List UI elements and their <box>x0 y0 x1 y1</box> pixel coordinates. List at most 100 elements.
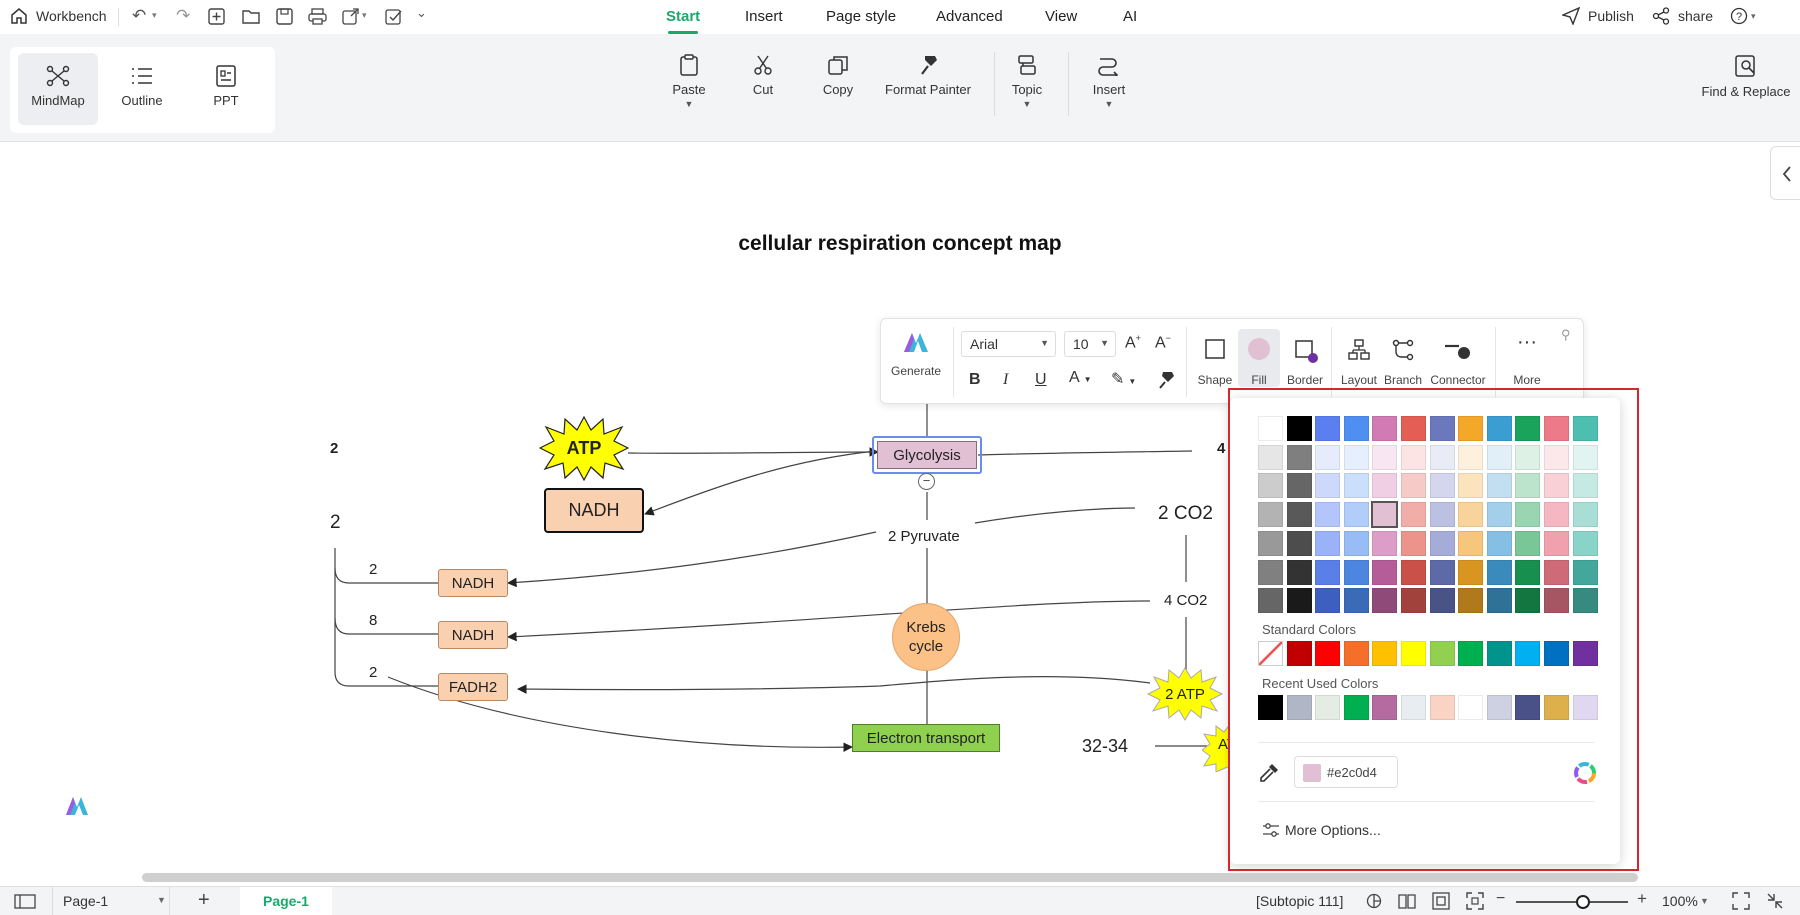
theme-color-swatch[interactable] <box>1343 559 1369 585</box>
border-button[interactable]: Border <box>1283 327 1327 401</box>
standard-color-swatch[interactable] <box>1315 641 1341 666</box>
recent-color-swatch[interactable] <box>1372 695 1398 720</box>
theme-color-swatch[interactable] <box>1286 588 1312 614</box>
horizontal-scrollbar[interactable] <box>142 873 1638 882</box>
expand-icon[interactable] <box>1732 892 1750 910</box>
theme-color-swatch[interactable] <box>1429 588 1455 614</box>
workbench-button[interactable]: Workbench <box>10 7 107 25</box>
shape-button[interactable]: Shape <box>1195 327 1235 401</box>
more-button[interactable]: ··· More <box>1505 327 1549 401</box>
theme-color-swatch[interactable] <box>1429 530 1455 556</box>
nadh-topic[interactable]: NADH <box>544 488 644 533</box>
co2-4-node[interactable]: 4 CO2 <box>1164 592 1208 609</box>
theme-color-swatch[interactable] <box>1258 502 1283 528</box>
layout-button[interactable]: Layout <box>1337 327 1381 401</box>
theme-color-swatch[interactable] <box>1429 444 1455 470</box>
theme-color-swatch[interactable] <box>1572 444 1598 470</box>
theme-color-swatch[interactable] <box>1401 559 1426 585</box>
nadh-node-2[interactable]: NADH <box>438 621 508 649</box>
zoom-slider-handle[interactable] <box>1576 895 1591 909</box>
theme-color-swatch[interactable] <box>1544 502 1569 528</box>
mode-outline[interactable]: Outline <box>102 53 182 125</box>
bold-icon[interactable]: B <box>969 371 981 388</box>
format-painter-button[interactable]: Format Painter <box>882 54 974 97</box>
theme-color-swatch[interactable] <box>1315 444 1341 470</box>
pyruvate-node[interactable]: 2 Pyruvate <box>888 528 960 545</box>
recent-color-swatch[interactable] <box>1572 695 1598 720</box>
recent-color-swatch[interactable] <box>1544 695 1569 720</box>
map-title[interactable]: cellular respiration concept map <box>738 232 1062 255</box>
theme-color-swatch[interactable] <box>1515 559 1541 585</box>
menu-insert[interactable]: Insert <box>745 8 783 25</box>
theme-color-swatch[interactable] <box>1544 530 1569 556</box>
theme-color-swatch[interactable] <box>1458 588 1484 614</box>
theme-color-swatch[interactable] <box>1401 473 1426 499</box>
task-icon[interactable] <box>385 8 403 25</box>
theme-color-swatch[interactable] <box>1258 530 1283 556</box>
theme-color-swatch[interactable] <box>1572 530 1598 556</box>
page-selector[interactable]: Page-1 ▼ <box>52 887 170 915</box>
highlight-icon[interactable]: ✎▼ <box>1111 371 1137 388</box>
zoom-slider[interactable] <box>1516 895 1628 909</box>
collapse-panel-icon[interactable] <box>1766 892 1784 910</box>
nadh-node-1[interactable]: NADH <box>438 569 508 597</box>
add-page-icon[interactable]: + <box>198 889 210 911</box>
fadh2-node[interactable]: FADH2 <box>438 673 508 701</box>
theme-color-swatch[interactable] <box>1486 444 1512 470</box>
theme-color-swatch[interactable] <box>1572 502 1598 528</box>
theme-color-swatch[interactable] <box>1401 530 1426 556</box>
theme-color-swatch[interactable] <box>1343 473 1369 499</box>
underline-icon[interactable]: U <box>1035 371 1047 388</box>
ai-logo-icon[interactable] <box>64 795 90 817</box>
publish-button[interactable]: Publish <box>1562 7 1634 25</box>
theme-color-swatch[interactable] <box>1486 559 1512 585</box>
count-label[interactable]: 2 <box>330 440 339 457</box>
theme-color-swatch[interactable] <box>1372 416 1398 441</box>
theme-color-swatch[interactable] <box>1515 473 1541 499</box>
theme-color-swatch[interactable] <box>1486 530 1512 556</box>
pin-icon[interactable]: ⚲ <box>1561 327 1571 342</box>
theme-color-swatch[interactable] <box>1343 416 1369 441</box>
theme-color-swatch[interactable] <box>1458 473 1484 499</box>
save-icon[interactable] <box>276 8 293 25</box>
theme-color-swatch[interactable] <box>1429 559 1455 585</box>
atp-starburst-3[interactable] <box>1202 722 1230 772</box>
theme-color-swatch[interactable] <box>1429 502 1455 528</box>
help-button[interactable]: ? ▾ <box>1730 7 1756 25</box>
mode-ppt[interactable]: PPT <box>186 53 266 125</box>
redo-icon[interactable]: ↷ <box>176 6 191 25</box>
theme-color-swatch[interactable] <box>1258 588 1283 614</box>
theme-color-swatch[interactable] <box>1343 530 1369 556</box>
theme-color-swatch[interactable] <box>1458 530 1484 556</box>
theme-color-swatch[interactable] <box>1286 559 1312 585</box>
recent-color-swatch[interactable] <box>1429 695 1455 720</box>
theme-color-swatch[interactable] <box>1372 588 1398 614</box>
theme-color-swatch[interactable] <box>1343 444 1369 470</box>
more-chevron-icon[interactable]: ⌄ <box>416 5 427 20</box>
theme-icon[interactable] <box>1366 893 1382 909</box>
hex-color-input[interactable]: #e2c0d4 <box>1294 756 1398 788</box>
theme-color-swatch[interactable] <box>1315 559 1341 585</box>
theme-color-swatch[interactable] <box>1486 502 1512 528</box>
color-wheel-icon[interactable] <box>1572 760 1598 786</box>
standard-color-swatch[interactable] <box>1572 641 1598 666</box>
topic-dropdown-icon[interactable]: ▼ <box>1022 99 1032 109</box>
theme-color-swatch[interactable] <box>1486 473 1512 499</box>
book-icon[interactable] <box>1398 893 1416 909</box>
theme-color-swatch[interactable] <box>1572 559 1598 585</box>
theme-color-swatch[interactable] <box>1401 416 1426 441</box>
theme-color-swatch[interactable] <box>1515 502 1541 528</box>
standard-color-swatch[interactable] <box>1486 641 1512 666</box>
standard-color-swatch[interactable] <box>1372 641 1398 666</box>
fill-button[interactable]: Fill <box>1238 329 1280 387</box>
cut-button[interactable]: Cut <box>745 54 781 97</box>
open-folder-icon[interactable] <box>242 8 261 25</box>
theme-color-swatch[interactable] <box>1286 473 1312 499</box>
increase-font-icon[interactable]: A+ <box>1125 333 1141 352</box>
atp-starburst[interactable] <box>539 415 629 481</box>
count-label[interactable]: 2 <box>369 664 378 681</box>
menu-advanced[interactable]: Advanced <box>936 8 1003 25</box>
recent-color-swatch[interactable] <box>1401 695 1426 720</box>
insert-button[interactable]: Insert ▼ <box>1088 54 1130 109</box>
undo-icon[interactable]: ↶ <box>132 6 147 25</box>
